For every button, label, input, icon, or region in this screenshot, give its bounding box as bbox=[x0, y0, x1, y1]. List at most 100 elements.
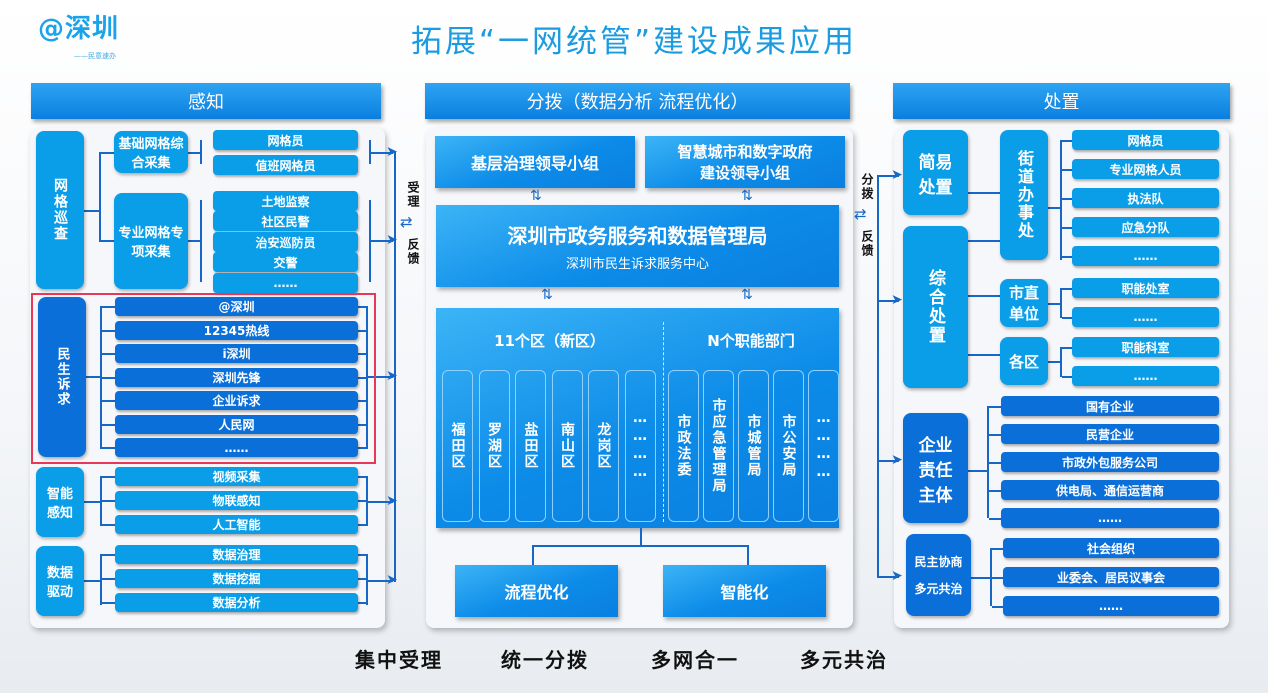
item-label: 交警 bbox=[273, 255, 298, 270]
item-label: …… bbox=[1098, 511, 1122, 525]
connector bbox=[358, 447, 368, 449]
livelihood-item: 企业诉求 bbox=[115, 391, 358, 410]
street-item: 应急分队 bbox=[1072, 217, 1219, 237]
column-header-perception: 感知 bbox=[31, 83, 381, 119]
connector bbox=[100, 500, 115, 502]
connector bbox=[968, 295, 1000, 297]
item-label: …… bbox=[273, 276, 298, 290]
data-label: 数据驱动 bbox=[46, 566, 73, 600]
democracy-label1: 民主协商 bbox=[914, 555, 963, 569]
enterprise-label: 企业责任主体 bbox=[918, 435, 953, 506]
smart-label: 智能感知 bbox=[46, 487, 73, 521]
connector bbox=[1060, 288, 1062, 318]
connector bbox=[358, 578, 368, 580]
enterprise-item: 国有企业 bbox=[1001, 396, 1219, 416]
connector bbox=[989, 434, 1001, 436]
item-label: 数据挖掘 bbox=[212, 572, 261, 586]
city-unit-item: …… bbox=[1072, 307, 1219, 327]
district-column: ………… bbox=[624, 370, 656, 522]
connector bbox=[86, 376, 100, 378]
connector bbox=[1062, 317, 1072, 319]
connector bbox=[188, 240, 200, 242]
district-item: …… bbox=[1072, 366, 1219, 386]
connector bbox=[100, 306, 115, 308]
basic-grid-box: 基础网格综合采集 bbox=[114, 131, 188, 173]
item-label: 职能科室 bbox=[1121, 340, 1170, 355]
arrow-right-icon: ➤ bbox=[386, 493, 398, 509]
item-label: @深圳 bbox=[218, 300, 255, 314]
connector bbox=[99, 152, 101, 242]
item-label: 民营企业 bbox=[1085, 427, 1134, 442]
trunk-line bbox=[394, 152, 396, 582]
item-label: 国有企业 bbox=[1085, 399, 1134, 414]
connector bbox=[100, 329, 115, 332]
connector bbox=[1062, 347, 1072, 349]
intelligence-box: 智能化 bbox=[663, 565, 826, 617]
connector bbox=[358, 423, 368, 426]
connector bbox=[100, 353, 115, 355]
feedback-label: 反馈 bbox=[406, 238, 420, 266]
livelihood-item: …… bbox=[115, 438, 358, 457]
connector bbox=[1062, 140, 1072, 142]
connector bbox=[358, 524, 368, 526]
departments-title: N个职能部门 bbox=[707, 332, 795, 350]
item-label: 物联感知 bbox=[212, 494, 261, 508]
connector bbox=[971, 577, 991, 579]
smart-item: 人工智能 bbox=[115, 515, 358, 534]
feedback-label: 反馈 bbox=[860, 230, 874, 258]
connector bbox=[100, 554, 115, 556]
item-label: 市政外包服务公司 bbox=[1061, 455, 1158, 470]
district-box: 各区 bbox=[1000, 337, 1048, 385]
enterprise-box: 企业责任主体 bbox=[903, 413, 968, 523]
item-label: ………… bbox=[632, 410, 648, 482]
grid-patrol-box: 网格巡查 bbox=[36, 131, 84, 289]
democracy-item: 社会组织 bbox=[1003, 538, 1219, 558]
city-units-box: 市直单位 bbox=[1000, 279, 1048, 327]
item-label: 社会组织 bbox=[1086, 541, 1135, 556]
district-column: 盐田区 bbox=[515, 370, 546, 522]
democracy-item: 业委会、居民议事会 bbox=[1003, 567, 1219, 587]
item-label: 市政法委 bbox=[675, 414, 692, 478]
item-label: …… bbox=[1133, 310, 1158, 324]
item-label: 企业诉求 bbox=[212, 394, 261, 408]
arrow-line bbox=[371, 152, 393, 154]
connector bbox=[747, 545, 749, 565]
democracy-label2: 多元共治 bbox=[914, 582, 963, 596]
connector bbox=[1048, 361, 1060, 363]
arrow-line bbox=[877, 300, 899, 302]
smart-city-line2: 建设领导小组 bbox=[699, 164, 790, 182]
arrow-line bbox=[371, 240, 393, 242]
district-column: 南山区 bbox=[551, 370, 583, 522]
connector bbox=[84, 501, 100, 503]
item-label: 市城管局 bbox=[745, 414, 762, 478]
bidirectional-arrow-icon: ⇄ bbox=[854, 205, 867, 223]
street-item: 执法队 bbox=[1072, 188, 1219, 208]
democracy-item: …… bbox=[1003, 596, 1219, 616]
intelligence-label: 智能化 bbox=[720, 583, 769, 602]
item-label: 专业网格人员 bbox=[1109, 162, 1182, 177]
connector bbox=[358, 329, 368, 332]
item-label: …… bbox=[1099, 599, 1123, 613]
smart-item: 物联感知 bbox=[115, 491, 358, 510]
connector bbox=[358, 500, 368, 502]
connector bbox=[1060, 347, 1062, 377]
connector bbox=[992, 548, 1004, 550]
item-duty-grid-member: 值班网格员 bbox=[213, 155, 358, 175]
department-column: 市政法委 bbox=[668, 370, 699, 522]
connector bbox=[100, 476, 115, 478]
connector bbox=[100, 524, 115, 526]
department-column: 市城管局 bbox=[738, 370, 769, 522]
district-column: 龙岗区 bbox=[588, 370, 619, 522]
item-label: 数据分析 bbox=[212, 596, 261, 610]
grassroots-group-box: 基层治理领导小组 bbox=[435, 136, 635, 188]
connector bbox=[968, 240, 1000, 242]
item-label: 应急分队 bbox=[1121, 220, 1170, 235]
slogan: 集中受理 bbox=[355, 648, 443, 672]
item-label: 土地监察 bbox=[261, 194, 310, 209]
connector bbox=[188, 152, 200, 154]
item-community-police: 社区民警 bbox=[213, 211, 358, 231]
arrow-right-icon: ➤ bbox=[386, 232, 398, 248]
connector bbox=[358, 476, 368, 478]
bidirectional-arrow-icon: ⇅ bbox=[530, 188, 542, 204]
connector bbox=[100, 376, 115, 379]
